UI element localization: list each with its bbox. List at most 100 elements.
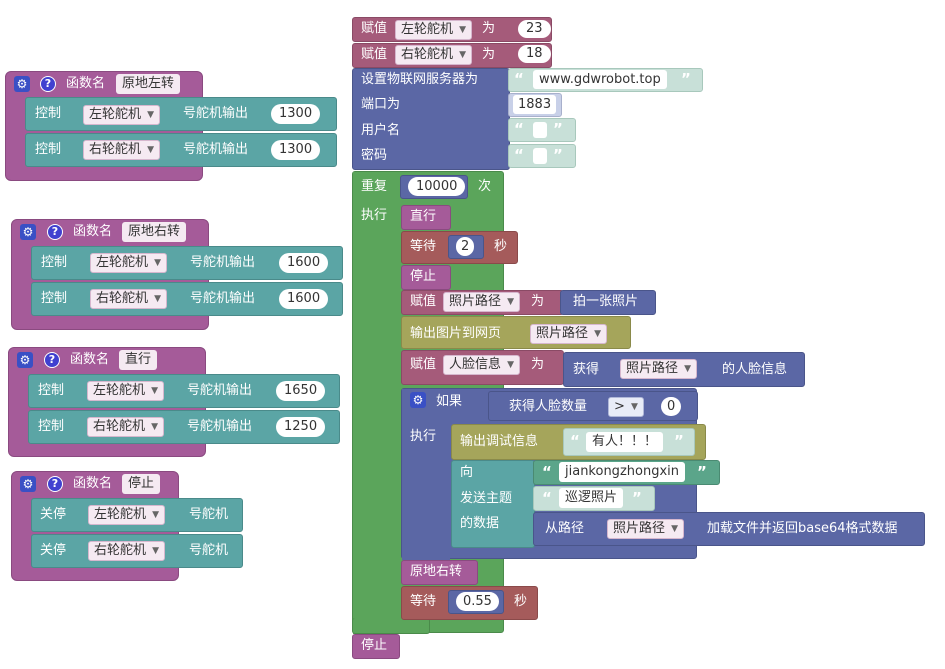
dropdown-arrow-icon: ▼ bbox=[671, 524, 679, 534]
help-icon[interactable]: ? bbox=[47, 476, 63, 492]
open-quote-icon: “ bbox=[542, 463, 552, 481]
topic-field[interactable]: 巡逻照片 bbox=[559, 488, 624, 508]
call-stop-block[interactable] bbox=[352, 634, 400, 659]
gear-icon[interactable]: ⚙ bbox=[20, 476, 36, 492]
variable-dropdown[interactable]: 照片路径▼ bbox=[443, 292, 521, 312]
servo-output-label: 号舵机输出 bbox=[187, 383, 253, 398]
motor-dropdown[interactable]: 左轮舵机▼ bbox=[88, 505, 166, 525]
variable-dropdown[interactable]: 右轮舵机▼ bbox=[395, 45, 473, 65]
do-label: 执行 bbox=[361, 208, 388, 223]
password-field[interactable] bbox=[533, 148, 547, 164]
compare-value-field[interactable]: 0 bbox=[661, 397, 682, 416]
target-field[interactable]: jiankongzhongxin bbox=[559, 462, 685, 482]
stop-label: 关停 bbox=[40, 543, 67, 558]
function-name-field[interactable]: 直行 bbox=[119, 350, 158, 370]
from-path-label: 从路径 bbox=[545, 521, 585, 536]
motor-dropdown[interactable]: 左轮舵机▼ bbox=[83, 105, 161, 125]
mqtt-send-block[interactable] bbox=[451, 460, 535, 548]
variable-dropdown[interactable]: 左轮舵机▼ bbox=[395, 20, 473, 40]
motor-dropdown[interactable]: 右轮舵机▼ bbox=[87, 417, 165, 437]
control-label: 控制 bbox=[35, 142, 62, 157]
servo-stop-block[interactable] bbox=[31, 534, 243, 568]
call-straight-block[interactable] bbox=[401, 205, 451, 230]
debug-message-field[interactable]: 有人！！！ bbox=[586, 432, 664, 452]
servo-label: 号舵机 bbox=[189, 543, 229, 558]
seconds-label: 秒 bbox=[514, 594, 528, 609]
variable-dropdown[interactable]: 照片路径▼ bbox=[530, 324, 608, 344]
call-stop-block[interactable] bbox=[401, 265, 451, 290]
motor-dropdown[interactable]: 右轮舵机▼ bbox=[88, 541, 166, 561]
if-label: 如果 bbox=[436, 394, 463, 409]
gear-icon[interactable]: ⚙ bbox=[410, 392, 426, 408]
as-label: 为 bbox=[531, 294, 545, 309]
function-name-field[interactable]: 原地左转 bbox=[116, 74, 181, 94]
get-face-count-label: 获得人脸数量 bbox=[509, 399, 588, 414]
dropdown-arrow-icon: ▼ bbox=[459, 50, 467, 60]
function-label: 函数名 bbox=[73, 476, 113, 491]
help-icon[interactable]: ? bbox=[47, 224, 63, 240]
open-quote-icon: “ bbox=[514, 146, 524, 164]
gear-icon[interactable]: ⚙ bbox=[20, 224, 36, 240]
variable-dropdown[interactable]: 人脸信息▼ bbox=[443, 355, 521, 375]
open-quote-icon: “ bbox=[514, 70, 524, 88]
motor-dropdown[interactable]: 左轮舵机▼ bbox=[87, 381, 165, 401]
dropdown-arrow-icon: ▼ bbox=[459, 25, 467, 35]
operator-dropdown[interactable]: >▼ bbox=[608, 397, 644, 417]
function-name-field[interactable]: 原地右转 bbox=[122, 222, 187, 242]
take-photo-block[interactable] bbox=[560, 290, 656, 315]
iot-server-block[interactable] bbox=[352, 68, 510, 170]
wait-label: 等待 bbox=[410, 594, 437, 609]
dropdown-arrow-icon: ▼ bbox=[684, 364, 692, 374]
servo-value-field[interactable]: 1650 bbox=[276, 381, 326, 401]
repeat-count-field[interactable]: 10000 bbox=[408, 177, 466, 196]
call-right-turn-block[interactable] bbox=[401, 560, 478, 585]
load-base64-block[interactable] bbox=[533, 512, 925, 546]
assign-label: 赋值 bbox=[361, 21, 388, 36]
servo-output-label: 号舵机输出 bbox=[190, 291, 256, 306]
wait-value-field[interactable]: 2 bbox=[456, 237, 475, 256]
servo-value-field[interactable]: 1600 bbox=[279, 289, 329, 309]
as-label: 为 bbox=[482, 47, 496, 62]
dropdown-arrow-icon: ▼ bbox=[152, 546, 160, 556]
servo-value-field[interactable]: 1250 bbox=[276, 417, 326, 437]
close-quote-icon: ” bbox=[632, 489, 642, 507]
dropdown-arrow-icon: ▼ bbox=[507, 360, 515, 370]
motor-dropdown[interactable]: 右轮舵机▼ bbox=[83, 140, 161, 160]
servo-value-field[interactable]: 1300 bbox=[271, 140, 321, 160]
seconds-label: 秒 bbox=[494, 239, 508, 254]
number-field[interactable]: 23 bbox=[518, 20, 551, 38]
function-label: 函数名 bbox=[73, 224, 113, 239]
variable-dropdown[interactable]: 照片路径▼ bbox=[620, 359, 698, 379]
motor-dropdown[interactable]: 左轮舵机▼ bbox=[90, 253, 168, 273]
take-photo-label: 拍一张照片 bbox=[573, 294, 639, 309]
gear-icon[interactable]: ⚙ bbox=[14, 76, 30, 92]
to-label: 向 bbox=[460, 465, 474, 480]
help-icon[interactable]: ? bbox=[44, 352, 60, 368]
gear-icon[interactable]: ⚙ bbox=[17, 352, 33, 368]
wait-value-field[interactable]: 0.55 bbox=[456, 592, 499, 611]
times-label: 次 bbox=[478, 179, 492, 194]
call-straight-label: 直行 bbox=[410, 209, 437, 224]
variable-dropdown[interactable]: 照片路径▼ bbox=[607, 519, 685, 539]
motor-dropdown[interactable]: 右轮舵机▼ bbox=[90, 289, 168, 309]
port-field[interactable]: 1883 bbox=[513, 95, 557, 114]
servo-value-field[interactable]: 1600 bbox=[279, 253, 329, 273]
control-label: 控制 bbox=[35, 106, 62, 121]
server-url-field[interactable]: www.gdwrobot.top bbox=[533, 70, 667, 89]
port-label: 端口为 bbox=[361, 97, 401, 112]
get-label: 获得 bbox=[573, 362, 600, 377]
username-field[interactable] bbox=[533, 122, 547, 138]
servo-output-label: 号舵机输出 bbox=[183, 106, 249, 121]
help-icon[interactable]: ? bbox=[40, 76, 56, 92]
password-label: 密码 bbox=[361, 148, 388, 163]
number-field[interactable]: 18 bbox=[518, 45, 551, 63]
dropdown-arrow-icon: ▼ bbox=[147, 110, 155, 120]
load-base64-label: 加载文件并返回base64格式数据 bbox=[707, 521, 898, 536]
stop-label: 关停 bbox=[40, 507, 67, 522]
function-name-field[interactable]: 停止 bbox=[122, 474, 161, 494]
open-quote-icon: “ bbox=[570, 432, 580, 450]
servo-value-field[interactable]: 1300 bbox=[271, 104, 321, 124]
dropdown-arrow-icon: ▼ bbox=[147, 145, 155, 155]
dropdown-arrow-icon: ▼ bbox=[630, 402, 638, 412]
close-quote-icon: ” bbox=[553, 120, 563, 138]
